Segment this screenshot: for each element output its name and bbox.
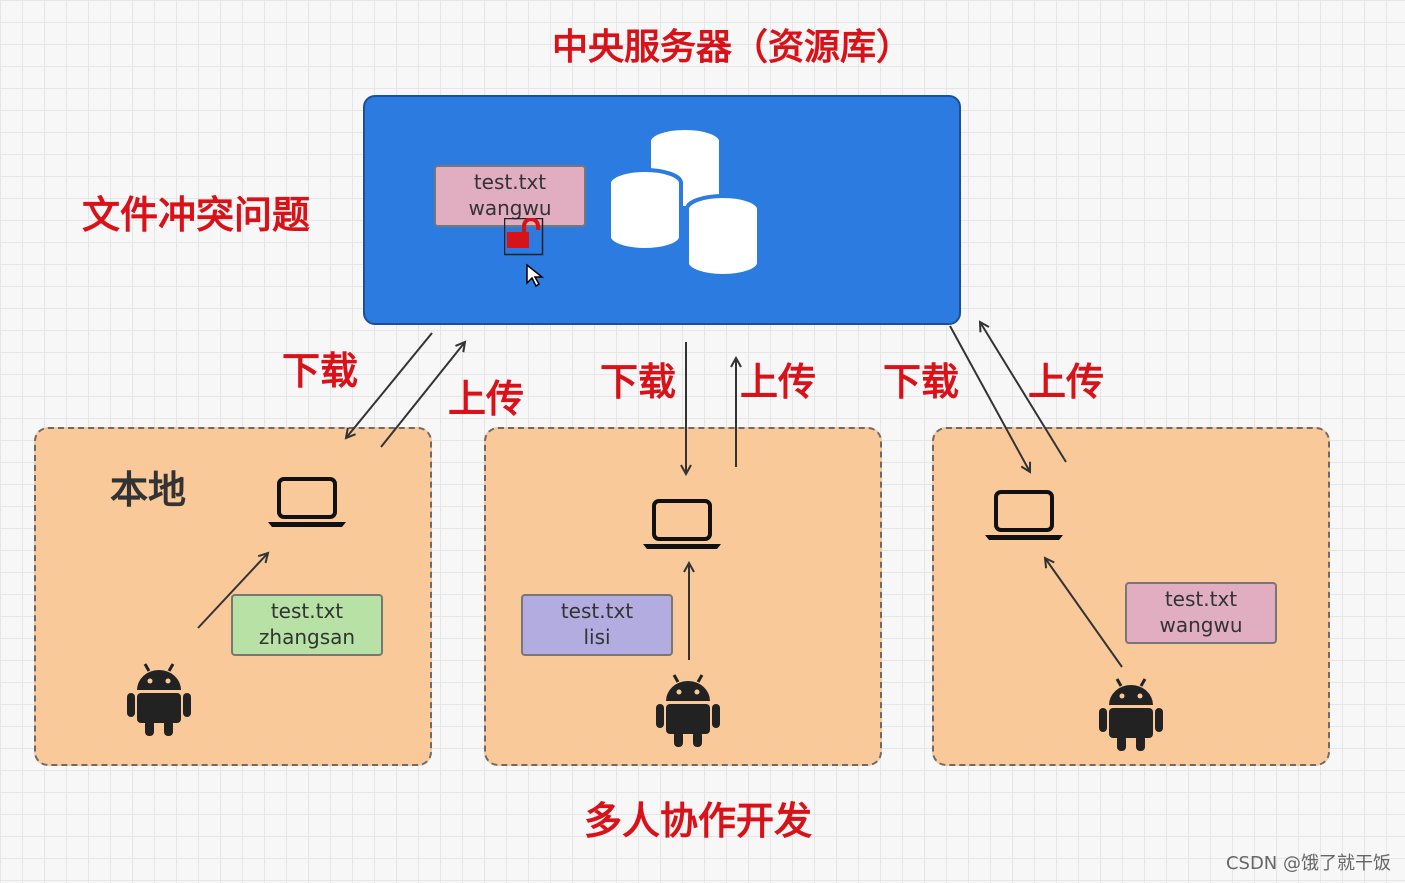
upload-label-2: 上传 (740, 360, 817, 404)
zhangsan-file-name: test.txt (270, 599, 344, 623)
laptop-icon-1 (268, 477, 346, 527)
android-icon-1 (127, 663, 191, 736)
unlocked-lock-icon (504, 218, 544, 256)
zhangsan-file-owner: zhangsan (258, 625, 356, 649)
server-file-card[interactable]: test.txt wangwu (434, 165, 586, 227)
download-arrow-1 (346, 332, 433, 438)
server-file-name: test.txt (473, 170, 547, 194)
download-label-3: 下载 (883, 360, 960, 404)
collab-label: 多人协作开发 (584, 799, 813, 843)
conflict-label: 文件冲突问题 (82, 193, 311, 237)
upload-arrow-1 (380, 342, 465, 448)
database-icon (607, 126, 761, 277)
android-icon-3 (1099, 678, 1163, 751)
lisi-file-owner: lisi (583, 625, 611, 649)
server-file-owner: wangwu (468, 196, 552, 220)
download-label-1: 下载 (282, 349, 359, 393)
lisi-file-card[interactable]: test.txt lisi (521, 594, 673, 656)
android-icon-2 (656, 674, 720, 747)
lisi-file-name: test.txt (560, 599, 634, 623)
watermark: CSDN @饿了就干饭 (1225, 853, 1391, 874)
zone-local-label: 本地 (110, 468, 187, 512)
wangwu-file-card[interactable]: test.txt wangwu (1125, 582, 1277, 644)
laptop-icon-3 (985, 490, 1063, 540)
android-to-laptop-arrow-1 (197, 553, 268, 629)
wangwu-file-owner: wangwu (1159, 613, 1243, 637)
server-title: 中央服务器（资源库） (552, 27, 913, 68)
central-server[interactable]: test.txt wangwu (363, 95, 961, 325)
laptop-icon-2 (643, 499, 721, 549)
upload-label-3: 上传 (1028, 360, 1105, 404)
android-to-laptop-arrow-3 (1045, 558, 1123, 668)
zhangsan-file-card[interactable]: test.txt zhangsan (231, 594, 383, 656)
mouse-cursor-icon (526, 263, 545, 288)
upload-label-1: 上传 (448, 377, 525, 421)
download-arrow-3 (949, 325, 1030, 472)
download-label-2: 下载 (600, 360, 677, 404)
upload-arrow-3 (980, 322, 1067, 463)
wangwu-file-name: test.txt (1164, 587, 1238, 611)
